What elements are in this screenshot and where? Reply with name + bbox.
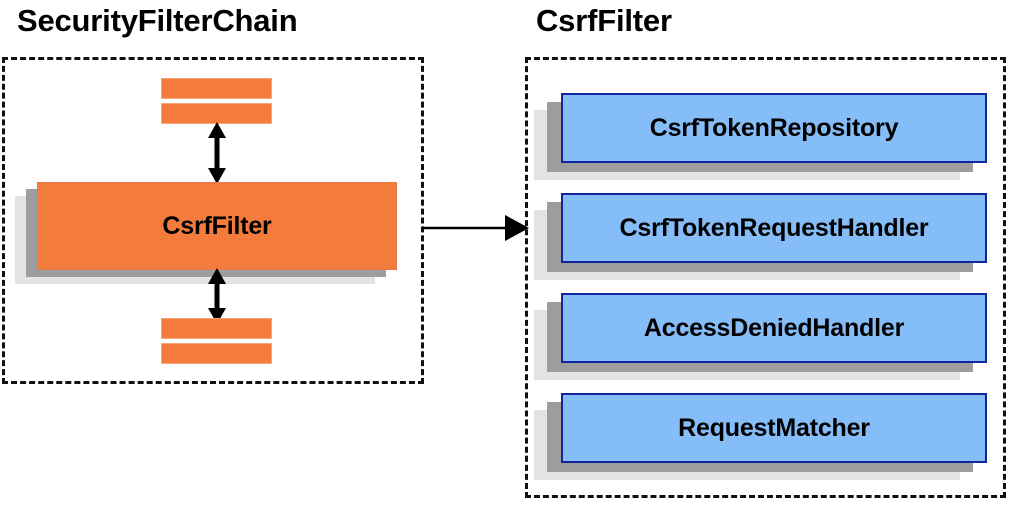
csrf-filter-box-face[interactable]: CsrfFilter	[37, 182, 397, 270]
filter-bar-bottom-1	[161, 318, 272, 339]
csrf-filter-label: CsrfFilter	[162, 211, 272, 240]
arrow-chain-top	[208, 122, 226, 184]
filter-bar-bottom-2	[161, 343, 272, 364]
component-box-face-1[interactable]: CsrfTokenRequestHandler	[561, 193, 987, 263]
component-label-3: RequestMatcher	[678, 413, 870, 442]
csrf-filter-box[interactable]: CsrfFilter	[15, 182, 397, 284]
component-box-face-2[interactable]: AccessDeniedHandler	[561, 293, 987, 363]
component-box-1[interactable]: CsrfTokenRequestHandler	[534, 193, 987, 280]
component-box-face-3[interactable]: RequestMatcher	[561, 393, 987, 463]
security-filter-chain-container	[2, 57, 424, 384]
filter-bar-top-1	[161, 78, 272, 99]
csrf-filter-container	[525, 57, 1006, 498]
filter-bar-top-2	[161, 103, 272, 124]
left-panel-title: SecurityFilterChain	[17, 3, 298, 38]
component-label-1: CsrfTokenRequestHandler	[619, 213, 929, 242]
component-label-0: CsrfTokenRepository	[649, 113, 899, 142]
component-box-face-0[interactable]: CsrfTokenRepository	[561, 93, 987, 163]
component-label-2: AccessDeniedHandler	[643, 313, 905, 342]
connector-arrow	[423, 215, 529, 241]
arrow-chain-bottom	[208, 268, 226, 324]
component-box-3[interactable]: RequestMatcher	[534, 393, 987, 480]
right-panel-title: CsrfFilter	[536, 3, 672, 38]
component-box-2[interactable]: AccessDeniedHandler	[534, 293, 987, 380]
component-box-0[interactable]: CsrfTokenRepository	[534, 93, 987, 180]
